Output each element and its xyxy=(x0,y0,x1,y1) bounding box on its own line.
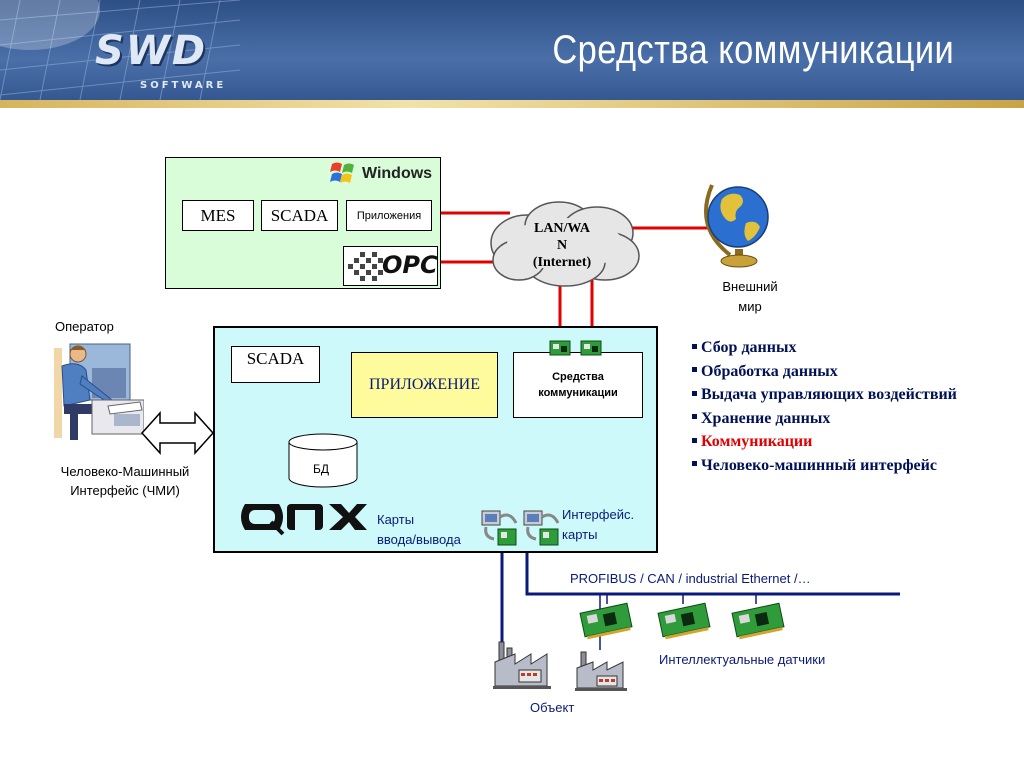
windows-logo-icon xyxy=(330,162,354,183)
comm-label-line1: Средства xyxy=(552,371,604,383)
hmi-double-arrow-icon xyxy=(140,411,215,455)
object-label: Объект xyxy=(530,700,575,715)
hmi-label: Человеко-Машинный Интерфейс (ЧМИ) xyxy=(30,462,220,500)
smart-sensors-label: Интеллектуальные датчики xyxy=(659,652,826,667)
operator-illustration xyxy=(52,340,144,447)
opc-text: OPC xyxy=(382,251,438,279)
feature-text: Коммуникации xyxy=(701,433,813,450)
feature-item: Хранение данных xyxy=(692,407,957,431)
feature-item: Обработка данных xyxy=(692,360,957,384)
apps-label: Приложения xyxy=(356,209,422,222)
bullet-square-icon xyxy=(692,343,697,349)
smart-sensor-icons xyxy=(579,602,785,640)
mes-label: MES xyxy=(200,205,236,225)
operator-label: Оператор xyxy=(55,319,114,334)
logo-subtext: SOFTWARE xyxy=(140,80,227,91)
globe-icon xyxy=(704,184,769,268)
factory-icons xyxy=(493,641,627,691)
header-banner: SWD SOFTWARE Средства коммуникации xyxy=(0,0,1024,108)
sensor-card-icon-2 xyxy=(657,602,711,640)
io-cards-line2: ввода/вывода xyxy=(377,532,461,547)
qnx-panel: SCADA ПРИЛОЖЕНИЕ Средства коммуникации Б… xyxy=(213,326,658,553)
iface-cards-line1: Интерфейс. xyxy=(562,507,635,522)
qnx-logo-icon xyxy=(241,504,367,536)
network-card-icon-2 xyxy=(580,340,602,356)
feature-item: Выдача управляющих воздействий xyxy=(692,383,957,407)
feature-text: Сбор данных xyxy=(701,339,797,356)
io-card-icon-2 xyxy=(523,510,560,546)
scada-label-windows: SCADA xyxy=(270,205,329,225)
scada-label-qnx: SCADA xyxy=(246,348,305,368)
external-world-label: Внешний мир xyxy=(705,277,795,317)
sensor-card-icon-1 xyxy=(579,602,633,640)
feature-item: Коммуникации xyxy=(692,430,957,454)
bullet-square-icon xyxy=(692,390,697,396)
cloud-label-line3: (Internet) xyxy=(532,255,592,270)
io-cards-line1: Карты xyxy=(377,512,415,527)
factory-icon-1 xyxy=(493,641,551,689)
iface-cards-line2: карты xyxy=(562,527,598,542)
feature-text: Человеко-машинный интерфейс xyxy=(701,456,937,474)
network-card-icon-1 xyxy=(549,340,571,356)
hmi-label-line2: Интерфейс (ЧМИ) xyxy=(70,483,180,498)
bullet-square-icon xyxy=(692,367,697,373)
network-card-icons xyxy=(549,340,602,356)
cloud-label: LAN/WA N (Internet) xyxy=(522,220,602,271)
factory-icon-2 xyxy=(575,651,627,691)
windows-label: Windows xyxy=(362,165,433,182)
windows-panel: Windows MES SCADA Приложения OPC xyxy=(165,157,441,289)
page-title: Средства коммуникации xyxy=(552,28,954,72)
cloud-label-line1: LAN/WA xyxy=(533,221,590,236)
io-card-icons xyxy=(481,510,560,546)
feature-text: Выдача управляющих воздействий xyxy=(701,386,957,403)
bullet-square-icon xyxy=(692,461,697,467)
apps-box: Приложения xyxy=(346,200,432,231)
iface-cards-label: Интерфейс. карты xyxy=(562,505,634,545)
io-cards-label: Карты ввода/вывода xyxy=(377,510,461,550)
db-label: БД xyxy=(313,462,330,476)
feature-text: Хранение данных xyxy=(701,409,831,427)
feature-item: Человеко-машинный интерфейс xyxy=(692,454,957,478)
feature-item: Сбор данных xyxy=(692,336,957,360)
logo-grid-graphic xyxy=(0,0,240,100)
opc-pattern-icon xyxy=(348,252,383,281)
external-world-line1: Внешний xyxy=(722,279,778,294)
io-card-icon-1 xyxy=(481,510,518,546)
fieldbus-line xyxy=(525,545,900,596)
scada-box-windows: SCADA xyxy=(261,200,338,231)
sensor-card-icon-3 xyxy=(731,602,785,640)
database-icon xyxy=(288,433,358,488)
lan-wan-cloud xyxy=(490,201,640,287)
bullet-square-icon xyxy=(692,437,697,443)
opc-logo: OPC xyxy=(343,246,438,286)
app-label: ПРИЛОЖЕНИЕ xyxy=(368,376,480,393)
app-box: ПРИЛОЖЕНИЕ xyxy=(351,352,498,418)
bullet-square-icon xyxy=(692,414,697,420)
comm-label-line2: коммуникации xyxy=(538,387,618,399)
scada-box-qnx: SCADA xyxy=(231,346,320,383)
cloud-label-line2: N xyxy=(556,238,568,253)
header-divider xyxy=(0,100,1024,108)
comm-box: Средства коммуникации xyxy=(513,352,643,418)
logo-text: SWD xyxy=(95,28,208,74)
fieldbus-label: PROFIBUS / CAN / industrial Ethernet /… xyxy=(570,571,811,586)
external-world-line2: мир xyxy=(738,299,762,314)
hmi-label-line1: Человеко-Машинный xyxy=(60,464,190,479)
mes-box: MES xyxy=(182,200,254,231)
feature-text: Обработка данных xyxy=(701,362,838,380)
